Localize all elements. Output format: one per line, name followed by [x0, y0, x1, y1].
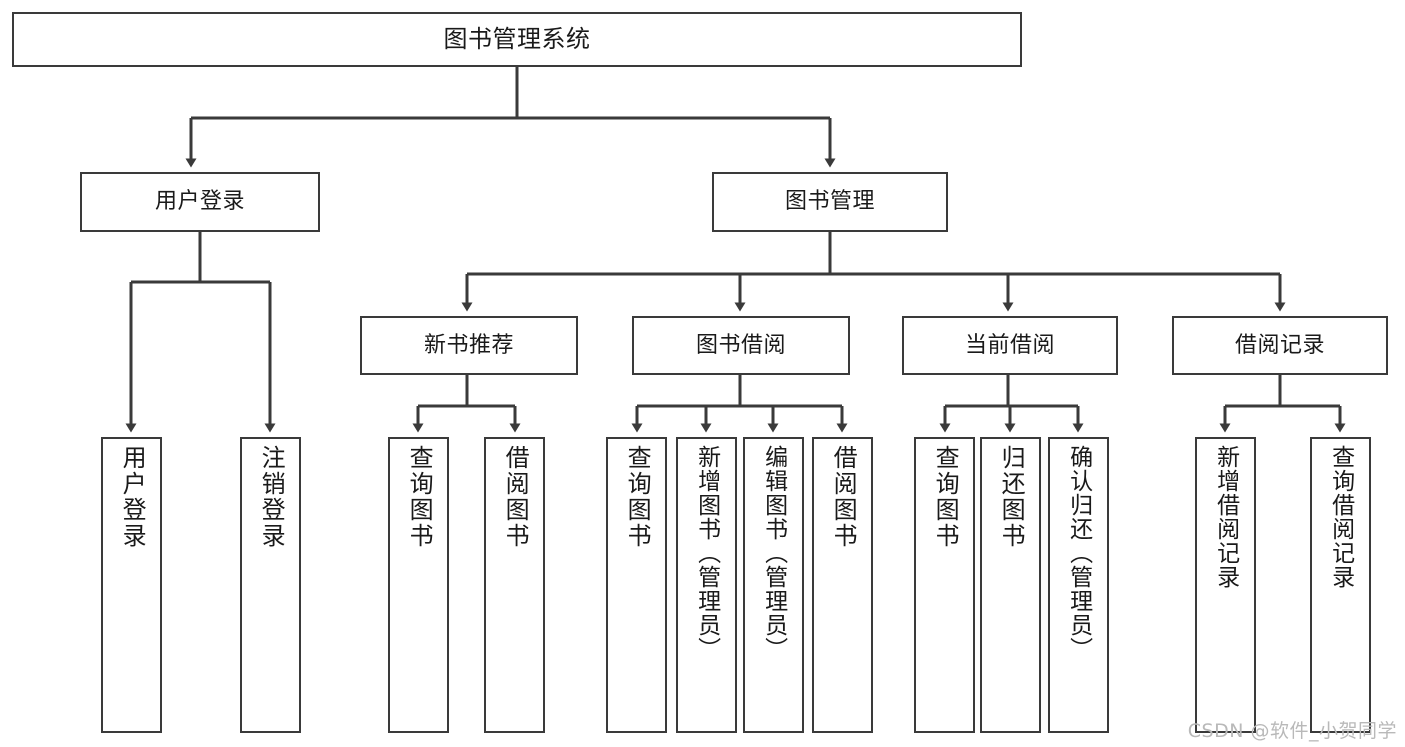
node-label: 新增图书（管理员） — [693, 445, 720, 661]
watermark-text: CSDN @软件_小贺同学 — [1187, 720, 1397, 742]
node-label: 借阅图书 — [501, 445, 530, 549]
node-borrow-record[interactable]: 借阅记录 — [1172, 316, 1388, 375]
leaf-confirm-return-admin[interactable]: 确认归还（管理员） — [1048, 437, 1109, 733]
node-label: 图书管理系统 — [443, 25, 591, 54]
leaf-return-book[interactable]: 归还图书 — [980, 437, 1041, 733]
leaf-borrow-book-borrow[interactable]: 借阅图书 — [812, 437, 873, 733]
node-user-login[interactable]: 用户登录 — [80, 172, 320, 232]
node-label: 用户登录 — [118, 445, 147, 549]
node-book-management[interactable]: 图书管理 — [712, 172, 948, 232]
node-label: 借阅记录 — [1234, 332, 1325, 358]
leaf-query-book-current[interactable]: 查询图书 — [914, 437, 975, 733]
node-label: 注销登录 — [257, 445, 286, 549]
node-label: 归还图书 — [997, 445, 1026, 549]
leaf-borrow-book-recommend[interactable]: 借阅图书 — [484, 437, 545, 733]
node-label: 查询借阅记录 — [1327, 445, 1354, 589]
leaf-logout[interactable]: 注销登录 — [240, 437, 301, 733]
node-label: 新增借阅记录 — [1212, 445, 1239, 589]
node-label: 用户登录 — [154, 189, 245, 215]
node-current-borrow[interactable]: 当前借阅 — [902, 316, 1118, 375]
node-label: 确认归还（管理员） — [1065, 445, 1092, 661]
leaf-user-login[interactable]: 用户登录 — [101, 437, 162, 733]
leaf-add-book-admin[interactable]: 新增图书（管理员） — [676, 437, 737, 733]
leaf-add-borrow-record[interactable]: 新增借阅记录 — [1195, 437, 1256, 733]
node-label: 查询图书 — [405, 445, 434, 549]
leaf-query-book-recommend[interactable]: 查询图书 — [388, 437, 449, 733]
leaf-edit-book-admin[interactable]: 编辑图书（管理员） — [743, 437, 804, 733]
leaf-query-borrow-record[interactable]: 查询借阅记录 — [1310, 437, 1371, 733]
node-label: 查询图书 — [623, 445, 652, 549]
node-label: 图书借阅 — [695, 332, 786, 358]
node-label: 新书推荐 — [423, 332, 514, 358]
node-label: 编辑图书（管理员） — [760, 445, 787, 661]
node-label: 借阅图书 — [829, 445, 858, 549]
node-book-borrow[interactable]: 图书借阅 — [632, 316, 850, 375]
node-new-book-recommend[interactable]: 新书推荐 — [360, 316, 578, 375]
leaf-query-book-borrow[interactable]: 查询图书 — [606, 437, 667, 733]
node-label: 图书管理 — [784, 189, 875, 215]
node-label: 当前借阅 — [964, 332, 1055, 358]
node-root-system[interactable]: 图书管理系统 — [12, 12, 1022, 67]
node-label: 查询图书 — [931, 445, 960, 549]
